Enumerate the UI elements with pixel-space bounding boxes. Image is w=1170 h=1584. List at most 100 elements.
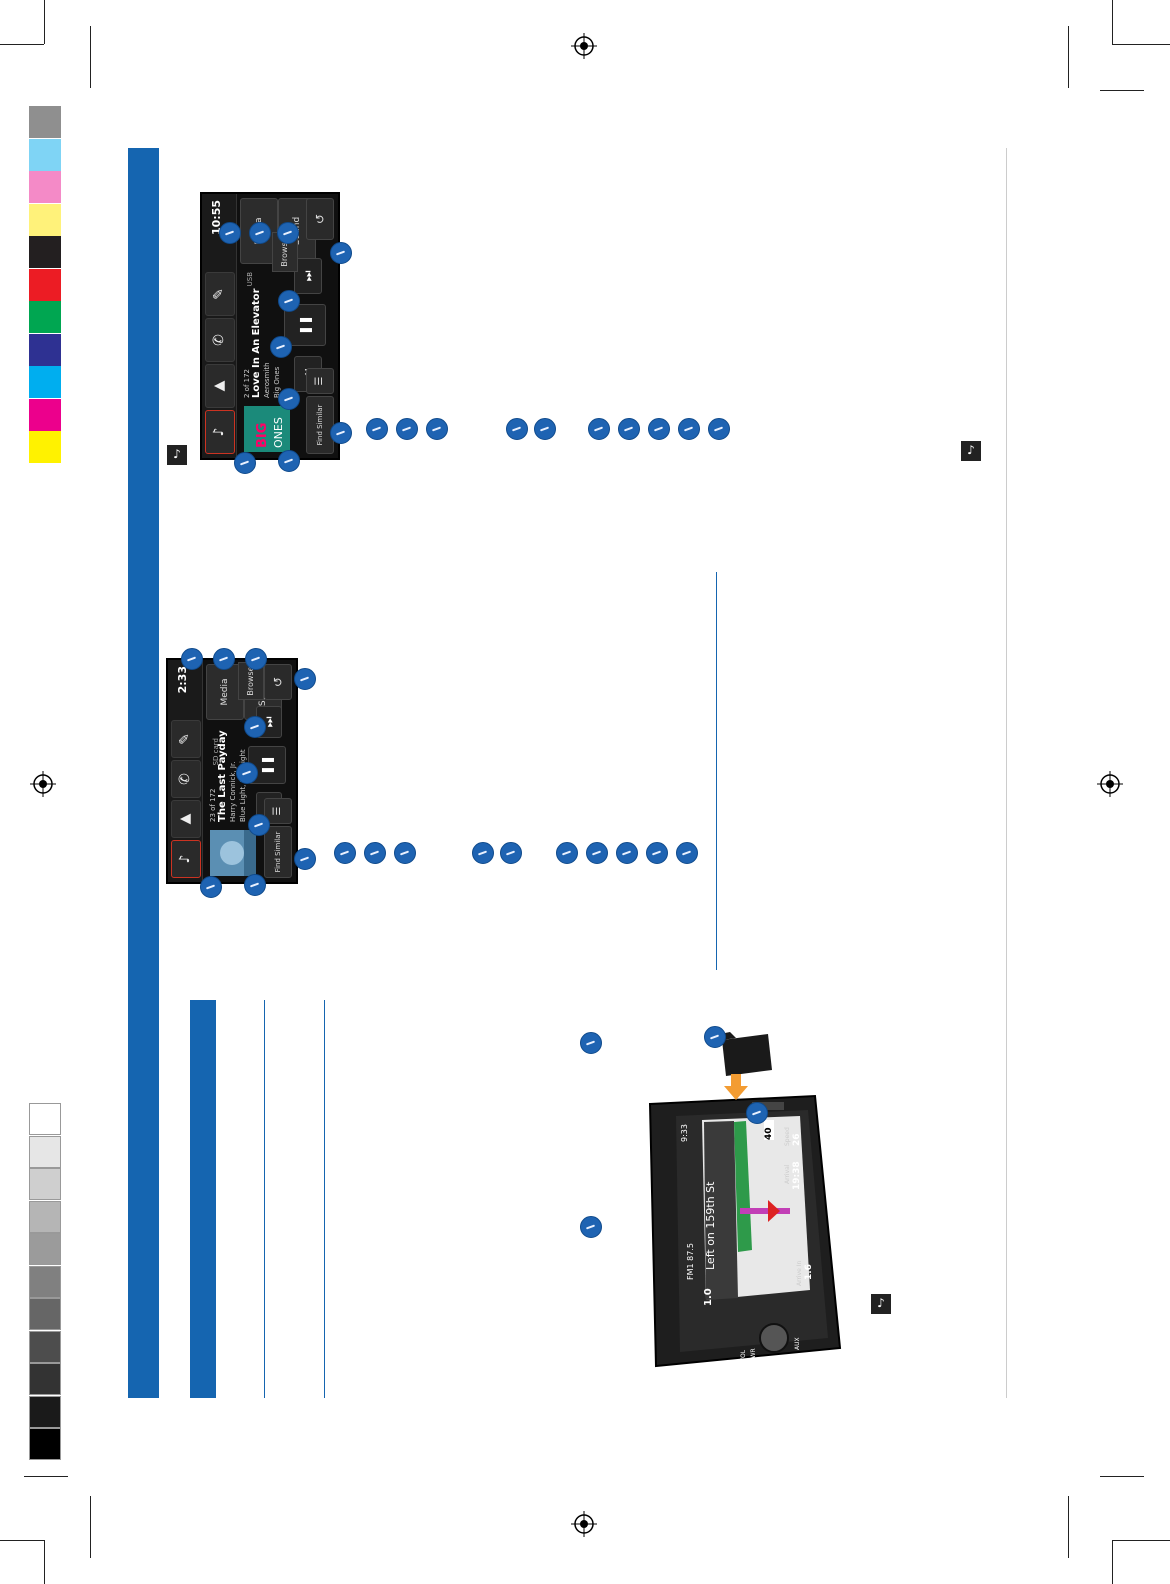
gray-swatch <box>29 1330 61 1363</box>
nav-speed-limit: 40 <box>764 1120 774 1140</box>
crop-mark <box>0 44 44 45</box>
callout-marker <box>278 450 300 472</box>
callout-marker <box>278 290 300 312</box>
aux-label: AUX <box>794 1337 801 1350</box>
crop-mark <box>1112 0 1113 44</box>
settings-tab-button[interactable]: ✎ <box>171 720 201 758</box>
column-rule <box>716 572 717 970</box>
nav-arrive-in-value: 1.6 <box>804 1264 814 1280</box>
phone-icon: ✆ <box>177 773 193 785</box>
callout-marker <box>708 418 730 440</box>
wrench-icon: ✎ <box>177 733 193 745</box>
crop-mark <box>44 0 45 44</box>
svg-text:BIG: BIG <box>255 423 270 448</box>
gray-swatch <box>29 1103 61 1135</box>
music-note-icon: ♪ <box>871 1294 891 1314</box>
media-player-screen-sd: ♪ ▲ ✆ ✎ 2:33 23 of 172 The Last Payday H… <box>166 658 298 884</box>
pwr-label: PWR <box>750 1348 757 1362</box>
next-button[interactable]: ⏭ <box>294 258 322 294</box>
color-swatch <box>29 171 61 203</box>
registration-mark-icon <box>571 1511 597 1537</box>
crop-mark <box>24 1476 68 1477</box>
source-label: SD card <box>212 738 220 766</box>
registration-mark-icon <box>30 771 56 797</box>
back-arrow-icon: ↺ <box>271 676 285 688</box>
phone-tab-button[interactable]: ✆ <box>171 760 201 798</box>
phone-icon: ✆ <box>211 334 227 346</box>
find-similar-button[interactable]: Find Similar <box>306 396 334 454</box>
album-art <box>210 830 256 876</box>
callout-marker <box>746 1102 768 1124</box>
nav-speed-value: 26 <box>792 1133 802 1146</box>
find-similar-button[interactable]: Find Similar <box>264 826 292 878</box>
music-note-icon: ♪ <box>177 854 193 864</box>
navigation-tab-button[interactable]: ▲ <box>171 800 201 838</box>
crop-mark <box>44 1540 45 1584</box>
back-arrow-icon: ↺ <box>313 213 327 225</box>
gray-swatch <box>29 1363 61 1395</box>
navigation-arrow-icon: ▲ <box>177 813 193 825</box>
color-swatch <box>29 301 61 333</box>
crop-mark <box>1068 26 1069 88</box>
crop-mark <box>1100 90 1144 91</box>
phone-tab-button[interactable]: ✆ <box>205 318 235 362</box>
registration-mark-icon <box>1097 771 1123 797</box>
callout-marker <box>580 1216 602 1238</box>
callout-marker <box>616 842 638 864</box>
next-icon: ⏭ <box>301 270 315 282</box>
callout-marker <box>244 716 266 738</box>
callout-marker <box>704 1026 726 1048</box>
callout-marker <box>556 842 578 864</box>
music-note-icon: ♪ <box>211 427 227 437</box>
callout-marker <box>213 648 235 670</box>
crop-mark <box>1112 44 1170 45</box>
color-swatch <box>29 431 61 463</box>
callout-marker <box>244 874 266 896</box>
callout-marker <box>294 848 316 870</box>
crop-mark <box>1112 1540 1113 1584</box>
media-tab-button[interactable]: ♪ <box>171 840 201 878</box>
crop-mark <box>1068 1496 1069 1558</box>
nav-arrival-label: Arrival <box>784 1164 791 1185</box>
svg-text:ONES: ONES <box>272 417 285 448</box>
callout-marker <box>676 842 698 864</box>
callout-marker <box>364 842 386 864</box>
color-swatch <box>29 333 61 366</box>
callout-marker <box>330 242 352 264</box>
settings-tab-button[interactable]: ✎ <box>205 272 235 316</box>
gray-swatch <box>29 1233 61 1265</box>
back-button[interactable]: ↺ <box>306 198 334 240</box>
callout-marker <box>219 222 241 244</box>
navigation-tab-button[interactable]: ▲ <box>205 364 235 408</box>
callout-marker <box>200 876 222 898</box>
section-tab <box>190 1000 216 1398</box>
vol-label: VOL <box>740 1349 747 1362</box>
callout-marker <box>580 1032 602 1054</box>
crop-mark <box>1100 1476 1144 1477</box>
back-button[interactable]: ↺ <box>264 664 292 700</box>
color-swatch <box>29 366 61 398</box>
callout-marker <box>181 648 203 670</box>
wrench-icon: ✎ <box>211 288 227 300</box>
color-swatch <box>29 203 61 236</box>
media-tab-button[interactable]: ♪ <box>205 410 235 454</box>
gray-swatch <box>29 1428 61 1460</box>
nav-distance: 1.0 <box>703 1288 714 1306</box>
color-swatch <box>29 398 61 431</box>
callout-marker <box>334 842 356 864</box>
color-swatch <box>29 268 61 301</box>
callout-marker <box>648 418 670 440</box>
list-button[interactable]: ☰ <box>306 368 334 394</box>
callout-marker <box>646 842 668 864</box>
callout-marker <box>426 418 448 440</box>
callout-marker <box>618 418 640 440</box>
callout-marker <box>236 762 258 784</box>
gray-swatch <box>29 1395 61 1428</box>
callout-marker <box>234 452 256 474</box>
callout-marker <box>277 222 299 244</box>
callout-marker <box>534 418 556 440</box>
nav-speed-label: Speed <box>784 1127 791 1146</box>
gray-swatch <box>29 1168 61 1200</box>
callout-marker <box>396 418 418 440</box>
